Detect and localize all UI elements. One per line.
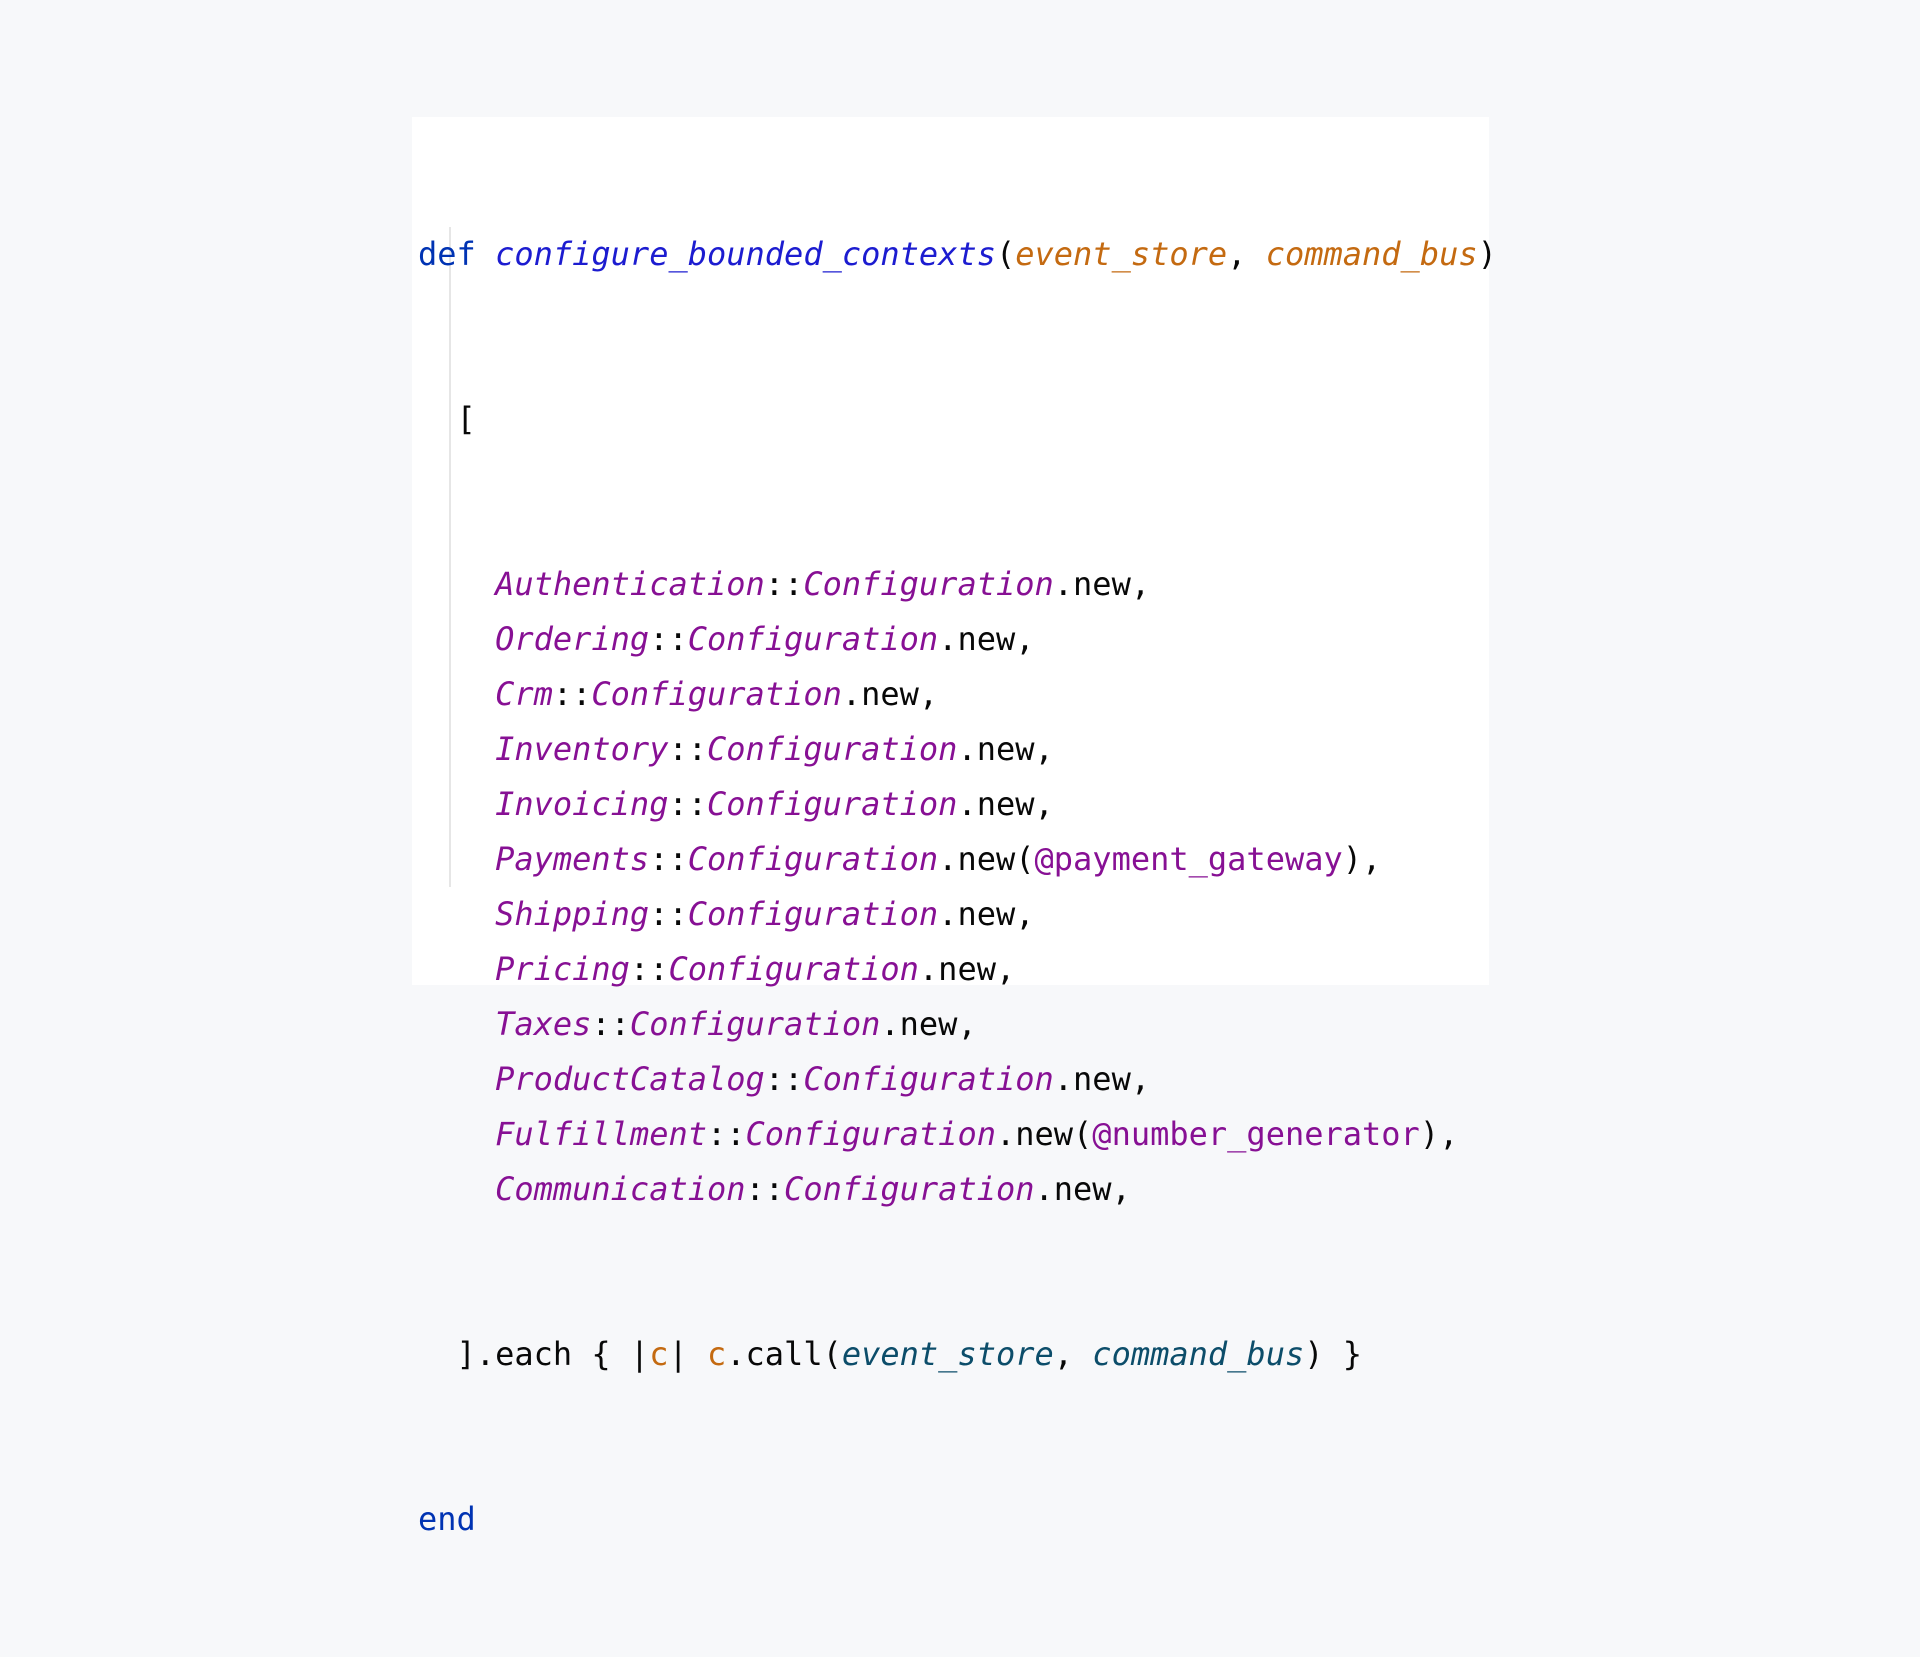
- code-block: def configure_bounded_contexts(event_sto…: [418, 117, 1497, 1657]
- code-panel: def configure_bounded_contexts(event_sto…: [412, 117, 1497, 1538]
- configuration-constant: Configuration: [629, 1005, 881, 1043]
- module-constant: Authentication: [495, 565, 765, 603]
- configuration-constant: Configuration: [784, 1170, 1035, 1208]
- code-line-entry: Pricing::Configuration.new,: [495, 950, 1016, 988]
- module-constant: Pricing: [495, 950, 630, 988]
- parameter-ref: command_bus: [1092, 1335, 1305, 1373]
- code-line-entry: Shipping::Configuration.new,: [495, 895, 1035, 933]
- instance-variable: @number_generator: [1092, 1115, 1420, 1153]
- module-constant: Ordering: [495, 620, 650, 658]
- module-constant: Communication: [495, 1170, 746, 1208]
- block-variable: c: [649, 1335, 669, 1373]
- configuration-constant: Configuration: [706, 730, 958, 768]
- method-name: configure_bounded_contexts: [495, 235, 996, 273]
- configuration-constant: Configuration: [803, 1060, 1054, 1098]
- code-line-entry: Ordering::Configuration.new,: [495, 620, 1035, 658]
- code-line-entry: Payments::Configuration.new(@payment_gat…: [495, 840, 1382, 878]
- code-line-signature: def configure_bounded_contexts(event_sto…: [418, 235, 1497, 273]
- code-line-entry: Authentication::Configuration.new,: [495, 565, 1151, 603]
- module-constant: Taxes: [495, 1005, 592, 1043]
- configuration-constant: Configuration: [706, 785, 958, 823]
- module-constant: Inventory: [495, 730, 669, 768]
- code-line-entry: Communication::Configuration.new,: [495, 1170, 1131, 1208]
- code-line-each: ].each { |c| c.call(event_store, command…: [418, 1335, 1363, 1373]
- code-line-entry: Fulfillment::Configuration.new(@number_g…: [495, 1115, 1459, 1153]
- parameter: command_bus: [1265, 235, 1478, 273]
- code-line-entry: Inventory::Configuration.new,: [495, 730, 1054, 768]
- configuration-constant: Configuration: [668, 950, 919, 988]
- module-constant: Fulfillment: [495, 1115, 707, 1153]
- configuration-constant: Configuration: [803, 565, 1054, 603]
- code-line-array-open: [: [418, 400, 476, 438]
- configuration-constant: Configuration: [687, 620, 939, 658]
- configuration-constant: Configuration: [687, 895, 939, 933]
- end-keyword: end: [418, 1500, 476, 1538]
- code-line-entry: Invoicing::Configuration.new,: [495, 785, 1054, 823]
- configuration-constant: Configuration: [687, 840, 939, 878]
- configuration-constant: Configuration: [591, 675, 842, 713]
- def-keyword: def: [418, 235, 476, 273]
- module-constant: ProductCatalog: [495, 1060, 765, 1098]
- parameter: event_store: [1015, 235, 1228, 273]
- parameter-ref: event_store: [841, 1335, 1054, 1373]
- code-line-entry: Crm::Configuration.new,: [495, 675, 939, 713]
- instance-variable: @payment_gateway: [1034, 840, 1343, 878]
- code-line-entry: Taxes::Configuration.new,: [495, 1005, 977, 1043]
- module-constant: Payments: [495, 840, 650, 878]
- module-constant: Shipping: [495, 895, 650, 933]
- indent-guide: [449, 227, 451, 887]
- configuration-constant: Configuration: [745, 1115, 996, 1153]
- module-constant: Invoicing: [495, 785, 669, 823]
- code-line-end: end: [418, 1492, 1497, 1547]
- module-constant: Crm: [495, 675, 553, 713]
- block-variable-ref: c: [706, 1335, 727, 1373]
